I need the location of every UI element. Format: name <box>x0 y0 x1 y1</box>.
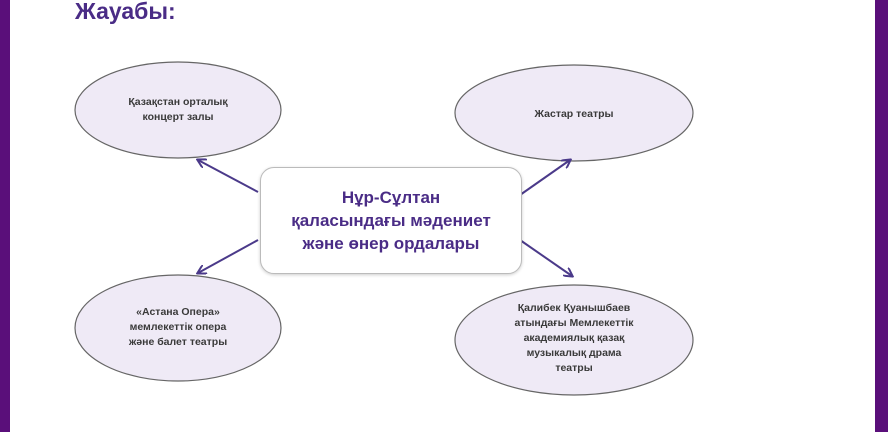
node-bottom-right: Қалибек Қуанышбаев атындағы Мемлекеттік … <box>475 298 673 378</box>
node-bottom-left: «Астана Опера» мемлекеттік опера және ба… <box>95 296 261 358</box>
arrow-bottom-left <box>198 239 259 273</box>
node-top-left: Қазақстан орталық концерт залы <box>95 85 261 135</box>
arrow-bottom-right <box>519 239 572 276</box>
node-top-right: Жастар театры <box>475 95 673 133</box>
center-line: және өнер ордалары <box>302 234 480 253</box>
node-line: Қалибек Қуанышбаев <box>517 301 631 314</box>
center-line: Нұр-Сұлтан <box>341 188 441 207</box>
arrow-top-right <box>519 160 570 196</box>
center-line: қаласындағы мәдениет <box>291 211 491 230</box>
ellipse-bottom-left <box>74 274 282 382</box>
node-line: атындағы Мемлекеттік <box>514 316 634 329</box>
node-line: академиялық қазақ <box>523 331 625 344</box>
node-line: және балет театры <box>128 335 228 348</box>
node-line: «Астана Опера» <box>136 305 220 318</box>
node-line: музыкалық драма <box>526 346 622 359</box>
ellipse-top-left <box>74 61 282 159</box>
arrow-top-left <box>198 160 259 193</box>
ellipse-bottom-right <box>454 284 694 396</box>
center-node: Нұр-Сұлтан қаласындағы мәдениет және өне… <box>260 167 522 274</box>
page-title: Жауабы: <box>75 0 176 24</box>
node-line: концерт залы <box>142 111 214 123</box>
left-border <box>0 0 10 432</box>
node-line: Жастар театры <box>534 107 614 120</box>
node-line: Қазақстан орталық <box>128 96 228 108</box>
node-line: театры <box>555 361 593 374</box>
ellipse-top-right <box>454 64 694 162</box>
right-border <box>875 0 888 432</box>
node-line: мемлекеттік опера <box>129 320 227 333</box>
